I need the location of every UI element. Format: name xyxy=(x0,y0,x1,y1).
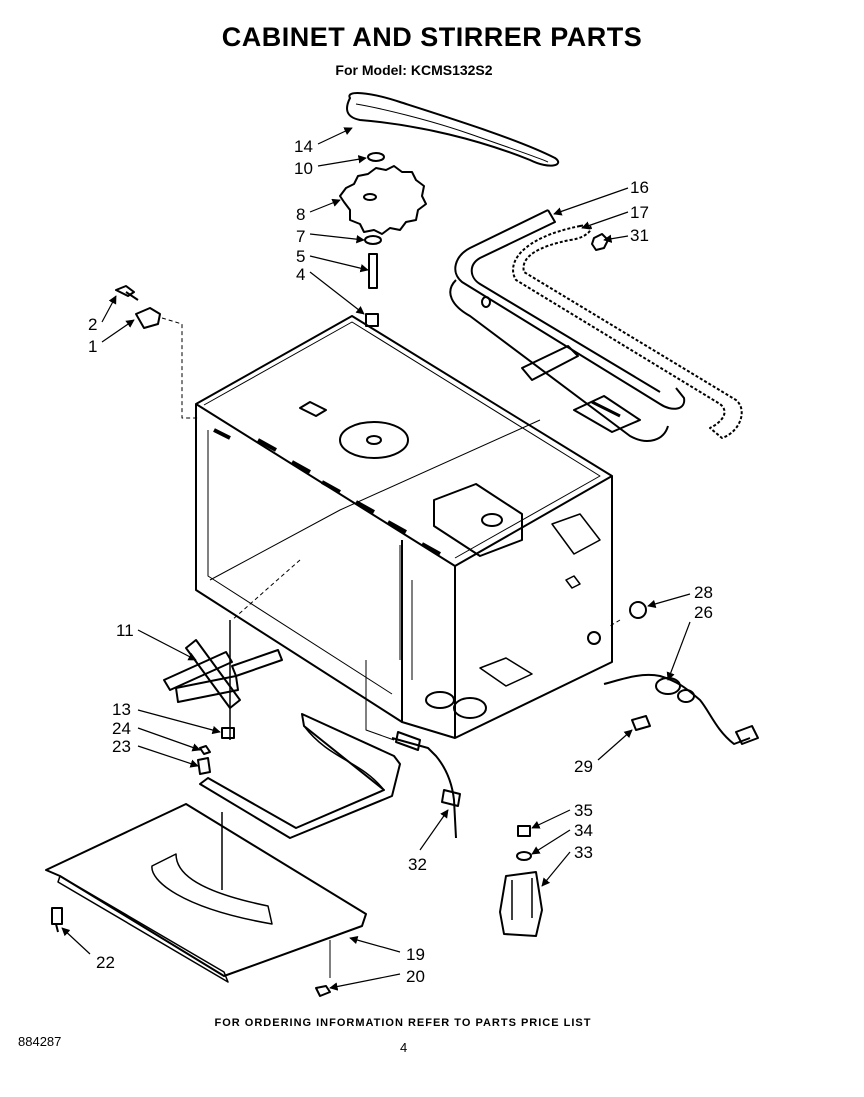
ordering-note: FOR ORDERING INFORMATION REFER TO PARTS … xyxy=(214,1017,592,1029)
cabinet-left-side xyxy=(195,404,403,723)
callout-8: 8 xyxy=(296,205,305,224)
callout-1: 1 xyxy=(88,337,97,356)
callout-32: 32 xyxy=(408,855,427,874)
fuse-cap xyxy=(517,825,531,837)
callout-35: 35 xyxy=(574,801,593,820)
cover-gasket xyxy=(512,224,743,439)
stirrer-shaft xyxy=(368,253,378,289)
plate-screw-bottom xyxy=(315,985,331,997)
callout-31: 31 xyxy=(630,226,649,245)
document-number: 884287 xyxy=(18,1034,62,1049)
stirrer-washer xyxy=(364,235,382,245)
blade-nut xyxy=(221,727,235,739)
blade-spacer xyxy=(197,757,211,775)
page-title: CABINET AND STIRRER PARTS xyxy=(221,22,643,52)
callout-4: 4 xyxy=(296,265,305,284)
callout-20: 20 xyxy=(406,967,425,986)
callout-7: 7 xyxy=(296,227,305,246)
power-cord xyxy=(603,674,751,745)
cabinet-right-side xyxy=(454,476,613,739)
hinge-bracket xyxy=(135,307,161,329)
fuse-washer xyxy=(516,851,532,861)
callout-11: 11 xyxy=(116,621,134,640)
callout-22: 22 xyxy=(96,953,115,972)
callout-28: 28 xyxy=(694,583,713,602)
stirrer-bearing xyxy=(365,313,379,327)
callout-14: 14 xyxy=(294,137,313,156)
stirrer-nut xyxy=(367,152,385,162)
callout-19: 19 xyxy=(406,945,425,964)
stirrer-guide xyxy=(199,713,401,839)
callout-16: 16 xyxy=(630,178,649,197)
callout-2: 2 xyxy=(88,315,97,334)
model-subtitle: For Model: KCMS132S2 xyxy=(335,62,493,78)
callout-13: 13 xyxy=(112,700,131,719)
callout-33: 33 xyxy=(574,843,593,862)
hinge-screw xyxy=(115,285,139,301)
blade-washer xyxy=(199,745,211,755)
callout-10: 10 xyxy=(294,159,313,178)
bottom-plate xyxy=(45,803,367,977)
callout-23: 23 xyxy=(112,737,131,756)
stirrer-belt xyxy=(346,92,560,167)
callout-34: 34 xyxy=(574,821,593,840)
stirrer-blade xyxy=(163,651,233,691)
callout-29: 29 xyxy=(574,757,593,776)
cover-screw xyxy=(591,233,609,251)
callout-24: 24 xyxy=(112,719,131,738)
stirrer-pulley xyxy=(339,165,427,235)
cord-grommet xyxy=(629,601,647,619)
callout-17: 17 xyxy=(630,203,649,222)
callout-26: 26 xyxy=(694,603,713,622)
stirrer-cover xyxy=(454,209,686,410)
fuse-holder xyxy=(499,871,543,937)
thermal-cutout xyxy=(391,737,457,839)
plate-screw-left xyxy=(51,907,63,933)
page-number: 4 xyxy=(400,1040,408,1055)
callout-5: 5 xyxy=(296,247,305,266)
cord-connector xyxy=(631,715,651,731)
